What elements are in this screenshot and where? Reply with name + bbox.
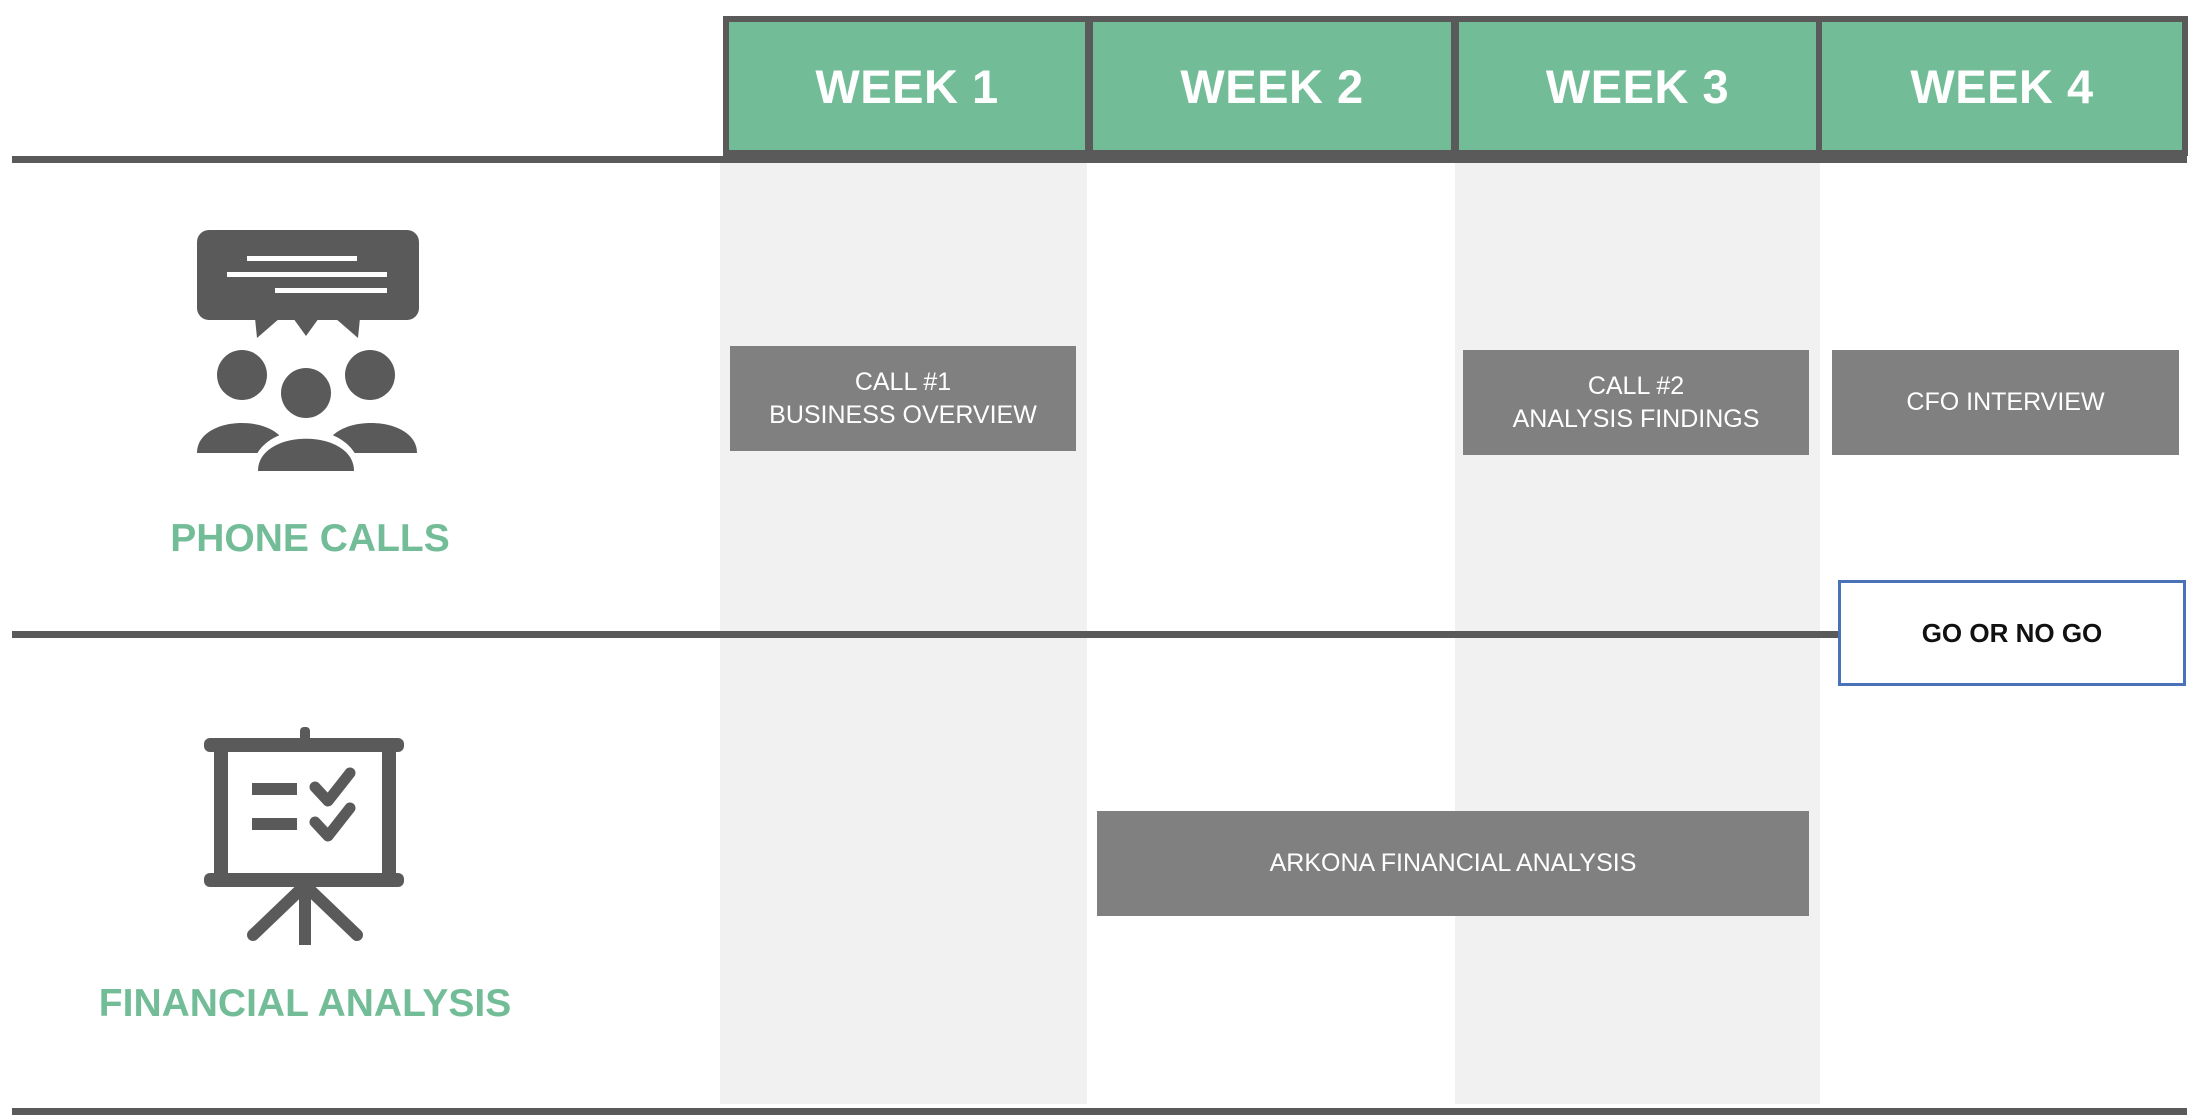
bottom-divider — [12, 1108, 2187, 1115]
week-3-header: WEEK 3 — [1453, 16, 1822, 156]
task-call-2-title: CALL #2 — [1587, 371, 1685, 400]
week-4-header: WEEK 4 — [1816, 16, 2188, 156]
meeting-people-icon — [197, 230, 419, 473]
task-arkona-label: ARKONA FINANCIAL ANALYSIS — [1269, 849, 1637, 877]
task-call-2[interactable]: CALL #2 ANALYSIS FINDINGS — [1463, 350, 1809, 455]
task-arkona-financial-analysis[interactable]: ARKONA FINANCIAL ANALYSIS — [1097, 811, 1809, 916]
task-call-1-title: CALL #1 — [854, 367, 952, 396]
week-2-header: WEEK 2 — [1087, 16, 1457, 156]
go-no-go-milestone[interactable]: GO OR NO GO — [1838, 580, 2186, 686]
task-call-1-subtitle: BUSINESS OVERVIEW — [769, 400, 1037, 429]
phone-calls-label: PHONE CALLS — [170, 517, 450, 560]
milestone-label: GO OR NO GO — [1921, 617, 2103, 648]
task-cfo-interview[interactable]: CFO INTERVIEW — [1832, 350, 2179, 455]
week-1-header: WEEK 1 — [723, 16, 1091, 156]
week-2-label: WEEK 2 — [1180, 59, 1364, 113]
week-4-label: WEEK 4 — [1910, 59, 2094, 113]
week-1-label: WEEK 1 — [815, 59, 999, 113]
financial-analysis-label: FINANCIAL ANALYSIS — [98, 982, 512, 1025]
week-3-label: WEEK 3 — [1545, 59, 1730, 113]
presentation-board-icon — [204, 727, 404, 945]
task-cfo-interview-label: CFO INTERVIEW — [1906, 388, 2105, 416]
header-divider — [12, 156, 2187, 163]
task-call-1[interactable]: CALL #1 BUSINESS OVERVIEW — [730, 346, 1076, 451]
task-call-2-subtitle: ANALYSIS FINDINGS — [1512, 404, 1760, 433]
row-divider — [12, 631, 1842, 638]
